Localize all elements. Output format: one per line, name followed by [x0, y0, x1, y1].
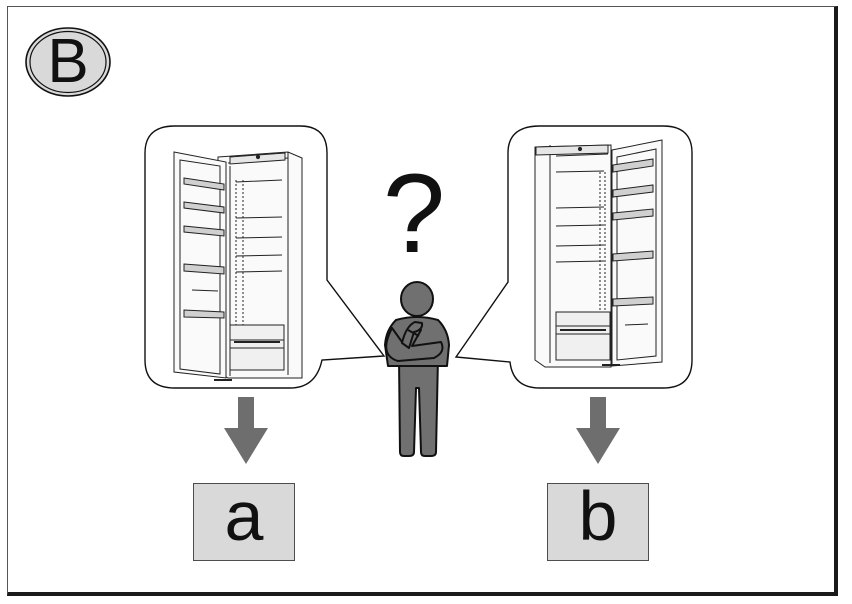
- figure-frame: [7, 6, 838, 596]
- down-arrow-icon: [224, 397, 268, 464]
- option-b-label: b: [578, 477, 618, 555]
- option-a-label: a: [224, 477, 264, 555]
- question-mark-icon: ?: [383, 151, 445, 276]
- badge-circle-icon: [25, 27, 111, 97]
- fridge-door-right-icon: [534, 139, 663, 368]
- down-arrow-icon: [576, 397, 620, 464]
- badge-letter: B: [47, 27, 89, 96]
- thinking-person-icon: [384, 281, 450, 457]
- option-b-box: b: [547, 477, 649, 561]
- option-a-box: a: [193, 477, 295, 561]
- fridge-door-left-icon: [173, 151, 303, 381]
- step-badge: B: [23, 26, 113, 98]
